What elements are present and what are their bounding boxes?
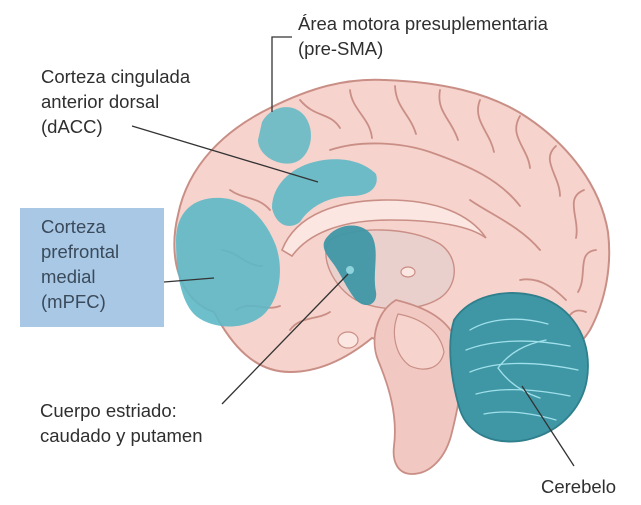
leader-cerebellum [521,385,575,467]
pineal-detail [400,266,416,278]
striatum-region [323,225,377,306]
mpfc-region [176,197,280,327]
mpfc-label: Corteza prefrontal medial (mPFC) [41,214,119,314]
dacc-label: Corteza cingulada anterior dorsal (dACC) [41,64,190,139]
presma-label-line1: Área motora presuplementaria [298,13,548,34]
cerebellum-label-line1: Cerebelo [541,476,617,497]
striatum-dot [346,266,354,274]
striatum-label-line1: Cuerpo estriado: [40,400,177,421]
dacc-label-line1: Corteza cingulada [41,66,191,87]
striatum-label-line2: caudado y putamen [40,425,203,446]
mpfc-label-line3: medial [41,266,96,287]
presma-label: Área motora presuplementaria (pre-SMA) [298,11,548,61]
presma-label-line2: (pre-SMA) [298,38,384,59]
cerebellum-folia [465,318,579,421]
mpfc-label-highlight [20,208,164,327]
striatum-label: Cuerpo estriado: caudado y putamen [40,398,203,448]
mpfc-label-line4: (mPFC) [41,291,106,312]
dacc-label-line2: anterior dorsal [41,91,160,112]
pons [393,313,445,370]
cerebellum-region [449,292,589,443]
presma-region [258,107,311,164]
hypothalamus-detail [337,331,359,349]
dacc-label-line3: (dACC) [41,116,103,137]
leader-striatum [221,273,349,405]
leader-dacc [131,125,319,183]
corpus-callosum [281,199,487,258]
leader-presma [271,36,292,112]
mpfc-label-line2: prefrontal [41,241,120,262]
mpfc-label-line1: Corteza [41,216,106,237]
leader-lines [131,36,575,467]
leader-mpfc [163,277,215,283]
cerebellum-label: Cerebelo [541,474,616,499]
